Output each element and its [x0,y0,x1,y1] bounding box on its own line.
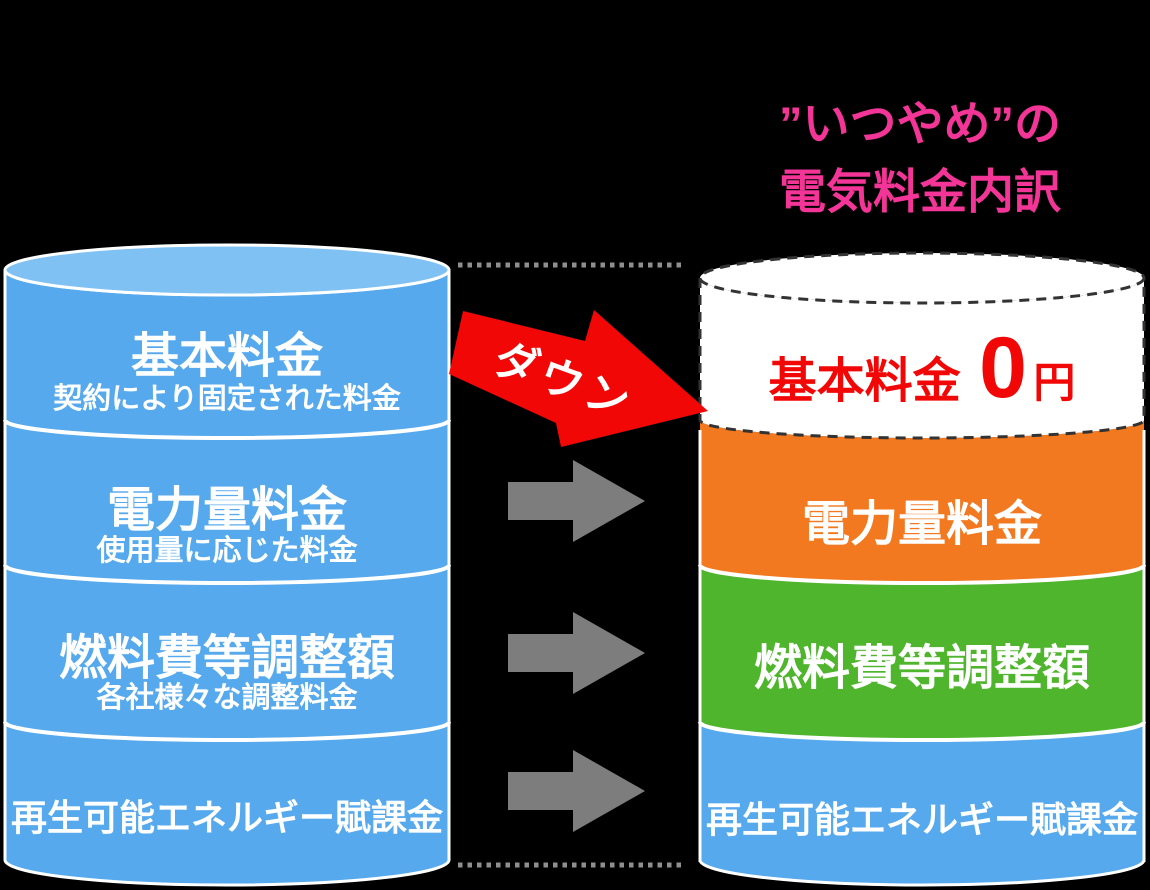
title-line-2: 電気料金内訳 [779,165,1061,218]
page-title: ”いつやめ”の 電気料金内訳 [690,90,1150,226]
right-basic-fee-label: 基本料金 [768,355,961,408]
right-section-renewable-surcharge [700,722,1144,885]
right-cylinder [698,251,1146,887]
down-arrow-icon [449,310,708,447]
right-basic-fee-dashed-outline [698,278,1146,440]
gray-arrow-2-icon [508,612,645,694]
right-section-basic-fee [700,278,1144,438]
left-energy-charge-sublabel: 使用量に応じた料金 [96,535,358,567]
left-separator-3 [3,721,451,742]
right-basic-fee-value: 0 [979,320,1027,416]
right-section-energy-charge [700,420,1144,583]
right-basic-fee-row: 基本料金 0 円 [700,320,1144,416]
right-separator-orange-green [698,564,1146,585]
gray-arrow-1-icon [508,460,645,542]
gray-arrow-3-icon [508,750,645,832]
left-renewable-surcharge-label: 再生可能エネルギー賦課金 [10,797,443,838]
right-cylinder-side-borders [698,430,1146,862]
left-basic-fee-label: 基本料金 [130,330,323,383]
left-cylinder [3,243,451,887]
left-basic-fee-sublabel: 契約により固定された料金 [53,383,401,415]
left-fuel-adjustment-label: 燃料費等調整額 [58,632,395,685]
left-fuel-adjustment-sublabel: 各社様々な調整料金 [96,682,358,714]
right-section-fuel-adjustment [700,565,1144,740]
right-separator-green-blue [698,721,1146,742]
left-separator-1 [3,419,451,440]
title-line-1: ”いつやめ”の [779,97,1061,150]
left-energy-charge-label: 電力量料金 [106,484,347,537]
gray-arrows [508,460,645,832]
left-cylinder-top-ellipse [3,243,451,297]
left-separator-2 [3,564,451,585]
right-basic-fee-unit: 円 [1033,359,1076,406]
right-renewable-surcharge-label: 再生可能エネルギー賦課金 [705,799,1138,840]
right-cylinder-top-ellipse-dashed [698,251,1146,305]
right-energy-charge-label: 電力量料金 [801,498,1042,551]
right-cylinder-bottom-edge [698,859,1146,887]
right-fuel-adjustment-label: 燃料費等調整額 [753,642,1090,695]
